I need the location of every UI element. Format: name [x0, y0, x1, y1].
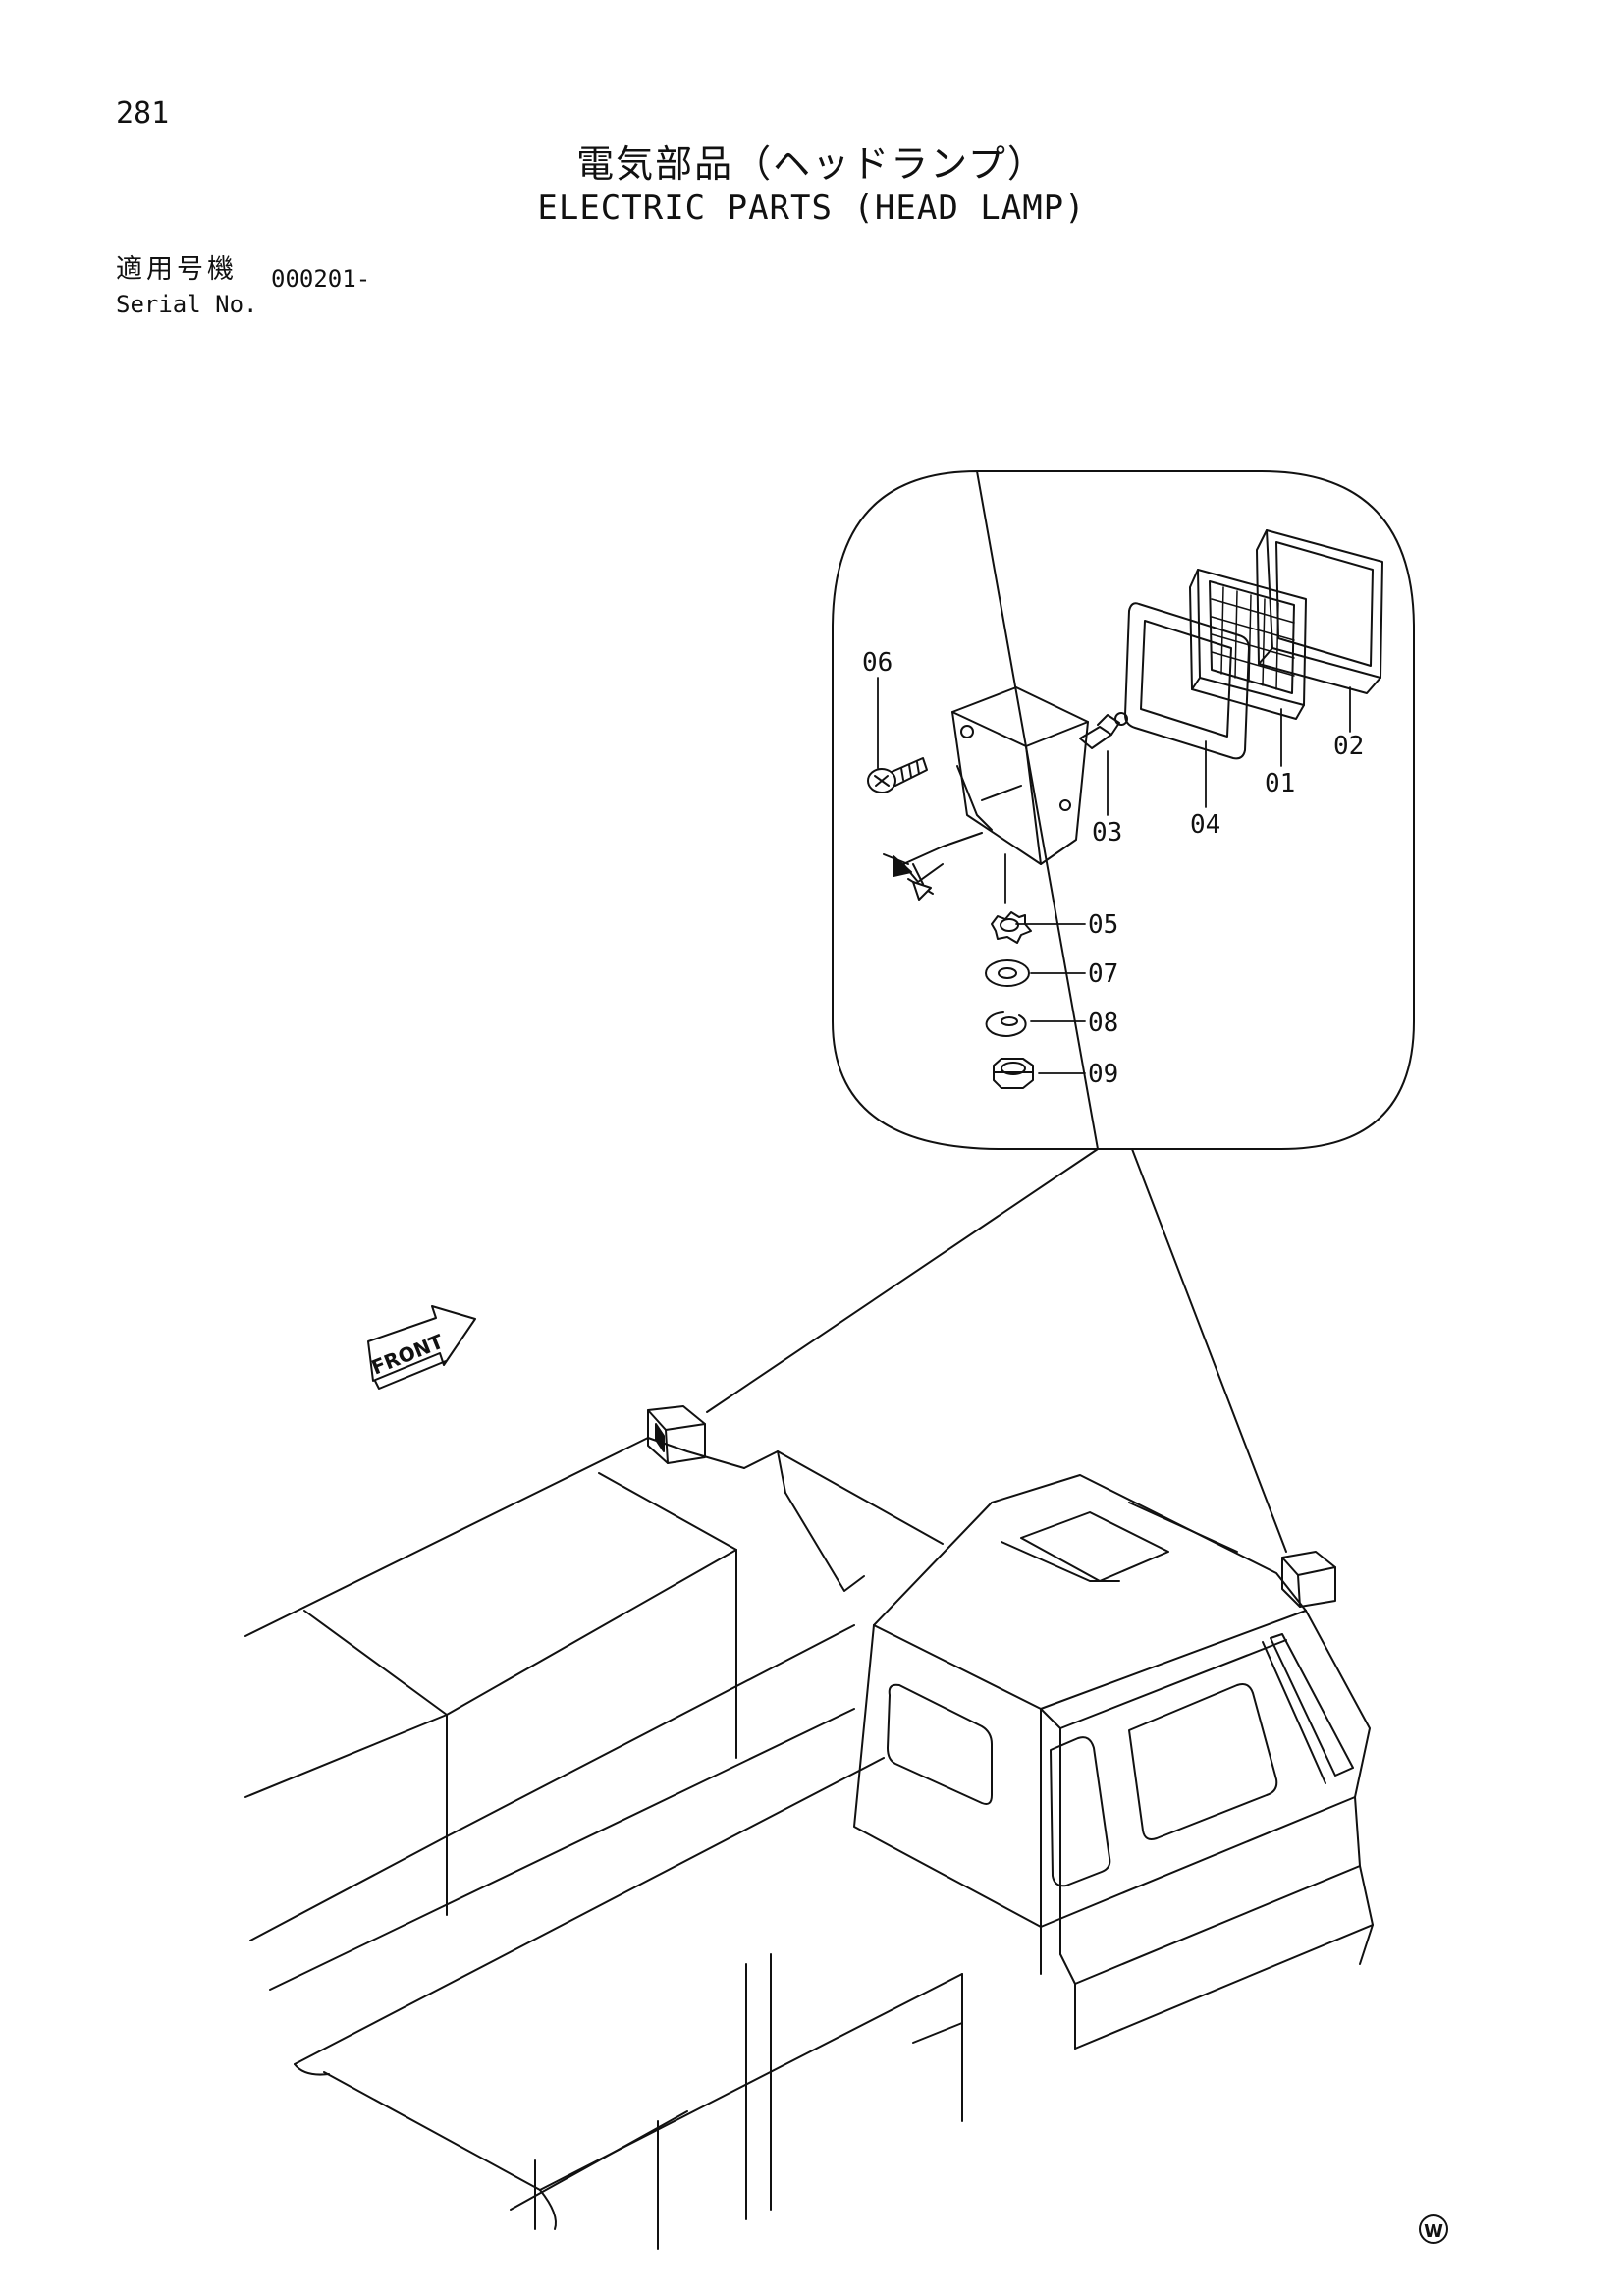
part-label-02: 02 [1333, 732, 1364, 761]
head-lamp-cab [1281, 1551, 1336, 1608]
serial-value: 000201- [271, 265, 371, 293]
lamp-housing [951, 686, 1089, 865]
page-title-jp: 電気部品（ヘッドランプ） [576, 142, 1047, 186]
leader-lines [877, 677, 1351, 1074]
screw-06 [867, 757, 928, 793]
part-label-09: 09 [1088, 1060, 1118, 1089]
nut-09 [993, 1058, 1034, 1089]
page-number: 281 [116, 96, 170, 131]
lock-washer-05 [991, 911, 1032, 944]
front-arrow-icon: FRONT [367, 1305, 476, 1390]
part-label-04: 04 [1190, 810, 1220, 840]
machine-body [244, 1437, 1374, 2250]
spring-washer-08 [985, 1011, 1027, 1037]
part-label-06: 06 [862, 648, 893, 678]
footer-mark-icon [1419, 2214, 1448, 2244]
wire-lead [883, 832, 983, 901]
gasket-04 [1124, 602, 1250, 760]
detail-callout-bubble [706, 470, 1415, 1553]
serial-label-en: Serial No. [116, 291, 258, 318]
footer-mark: W [1424, 2221, 1443, 2242]
flat-washer-07 [985, 959, 1030, 987]
lamp-frame-02 [1256, 529, 1383, 694]
part-label-07: 07 [1088, 959, 1118, 989]
part-label-05: 05 [1088, 910, 1118, 940]
part-label-03: 03 [1092, 818, 1122, 847]
part-label-08: 08 [1088, 1009, 1118, 1038]
page-title-en: ELECTRIC PARTS (HEAD LAMP) [537, 189, 1086, 228]
bulb-03 [1079, 712, 1128, 749]
part-label-01: 01 [1265, 769, 1295, 798]
serial-label-jp: 適用号機 [116, 254, 238, 285]
